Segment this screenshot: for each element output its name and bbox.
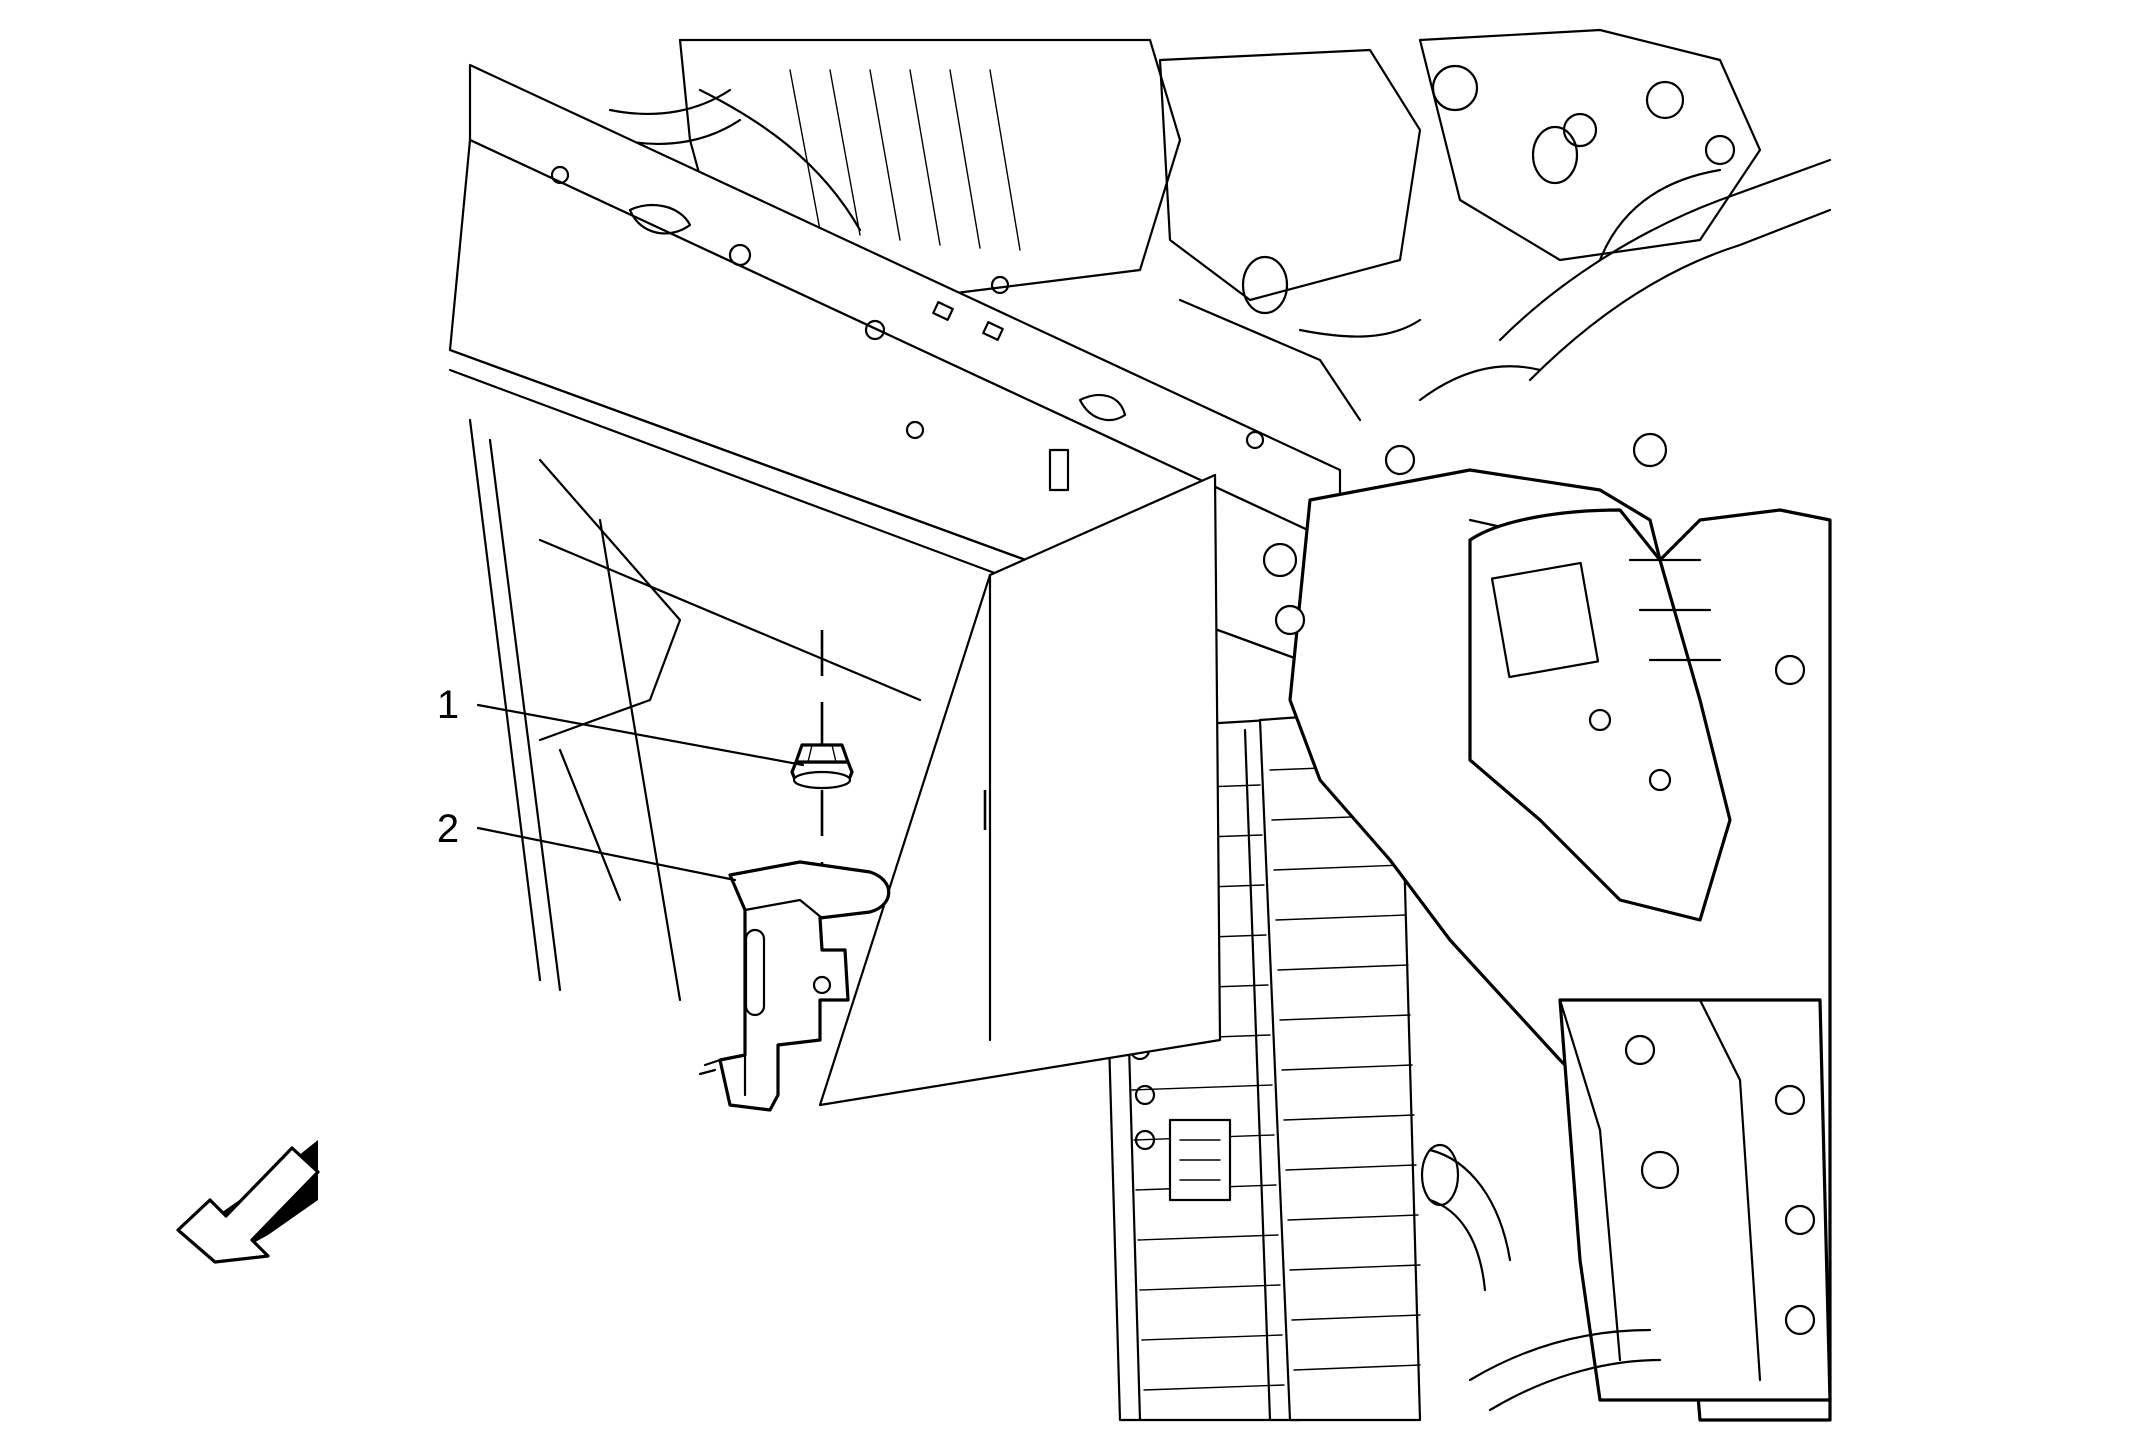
nut-item-1: [790, 743, 854, 790]
bracket-item-2: [698, 860, 891, 1112]
front-end-structure: [1262, 432, 1832, 1422]
callout-leader-2: [476, 826, 737, 882]
alignment-dash-line: [820, 630, 987, 870]
callout-label-2: 2: [437, 807, 459, 851]
front-direction-arrow-icon: [176, 1140, 320, 1264]
callout-label-1: 1: [437, 683, 459, 727]
callout-leader-1: [476, 703, 805, 767]
detail-panel: [818, 473, 1222, 1107]
